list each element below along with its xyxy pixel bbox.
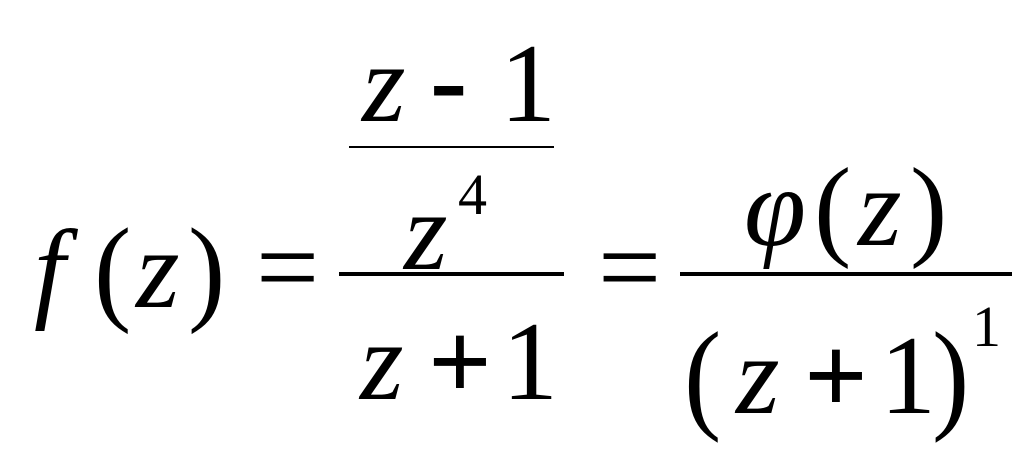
middle-plus-sign: +: [428, 300, 492, 424]
inner-fraction-bar: [349, 146, 554, 148]
inner-numerator-z: z: [362, 22, 406, 146]
equals-sign-1: =: [256, 206, 320, 330]
rhs-function-phi: φ: [744, 146, 806, 270]
middle-denominator-z: z: [360, 300, 404, 424]
inner-denominator-z: z: [404, 170, 448, 294]
inner-exponent-4: 4: [458, 162, 487, 227]
lhs-left-paren: (: [94, 204, 132, 336]
rhs-numerator-left-paren: (: [814, 146, 852, 270]
lhs-function-f: f: [34, 208, 66, 332]
rhs-numerator-z: z: [858, 146, 902, 270]
middle-denominator-one: 1: [502, 300, 558, 424]
rhs-denominator-z: z: [736, 314, 780, 438]
rhs-plus-sign: +: [804, 314, 868, 438]
lhs-right-paren: ): [188, 204, 226, 336]
rhs-exponent-1: 1: [972, 294, 1001, 359]
inner-numerator-one: 1: [500, 22, 556, 146]
rhs-numerator-right-paren: ): [910, 146, 948, 270]
rhs-fraction-bar: [680, 272, 1012, 276]
rhs-denominator-one: 1: [880, 314, 936, 438]
inner-minus-sign: -: [430, 18, 468, 142]
rhs-denominator-right-paren: ): [932, 307, 970, 445]
equals-sign-2: =: [598, 206, 662, 330]
lhs-variable-z: z: [136, 208, 180, 332]
rhs-denominator-left-paren: (: [684, 307, 722, 445]
main-fraction-bar-middle: [339, 272, 564, 276]
